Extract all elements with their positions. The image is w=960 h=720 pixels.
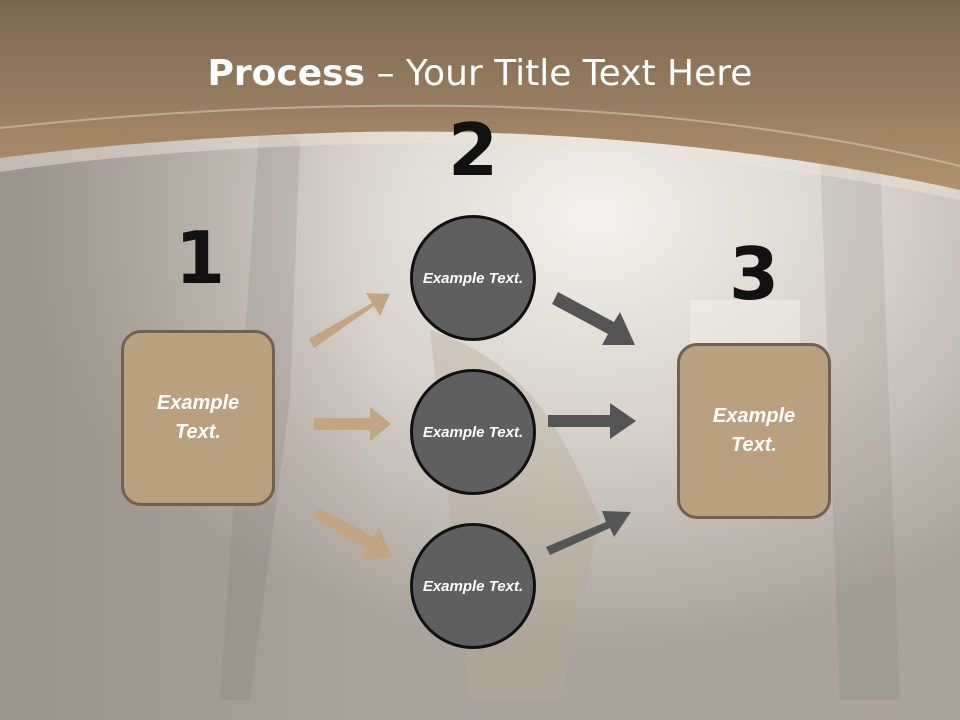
title-bold: Process [207,53,366,94]
input-box-text: Example Text. [156,392,240,443]
circle-node-3-text: Example Text. [422,577,524,595]
circle-node-1: Example Text. [410,215,536,341]
step-number-1: 1 [174,216,226,300]
output-box-text: Example Text. [712,405,796,456]
circle-node-3: Example Text. [410,523,536,649]
input-box: Example Text. [121,330,275,506]
step-number-3: 3 [728,232,780,316]
step-number-2: 2 [447,108,499,192]
output-box: Example Text. [677,343,831,519]
circle-node-2: Example Text. [410,369,536,495]
slide-title: Process – Your Title Text Here [0,52,960,96]
title-rest: – Your Title Text Here [365,53,753,94]
circle-node-2-text: Example Text. [422,423,524,441]
circle-node-1-text: Example Text. [422,269,524,287]
